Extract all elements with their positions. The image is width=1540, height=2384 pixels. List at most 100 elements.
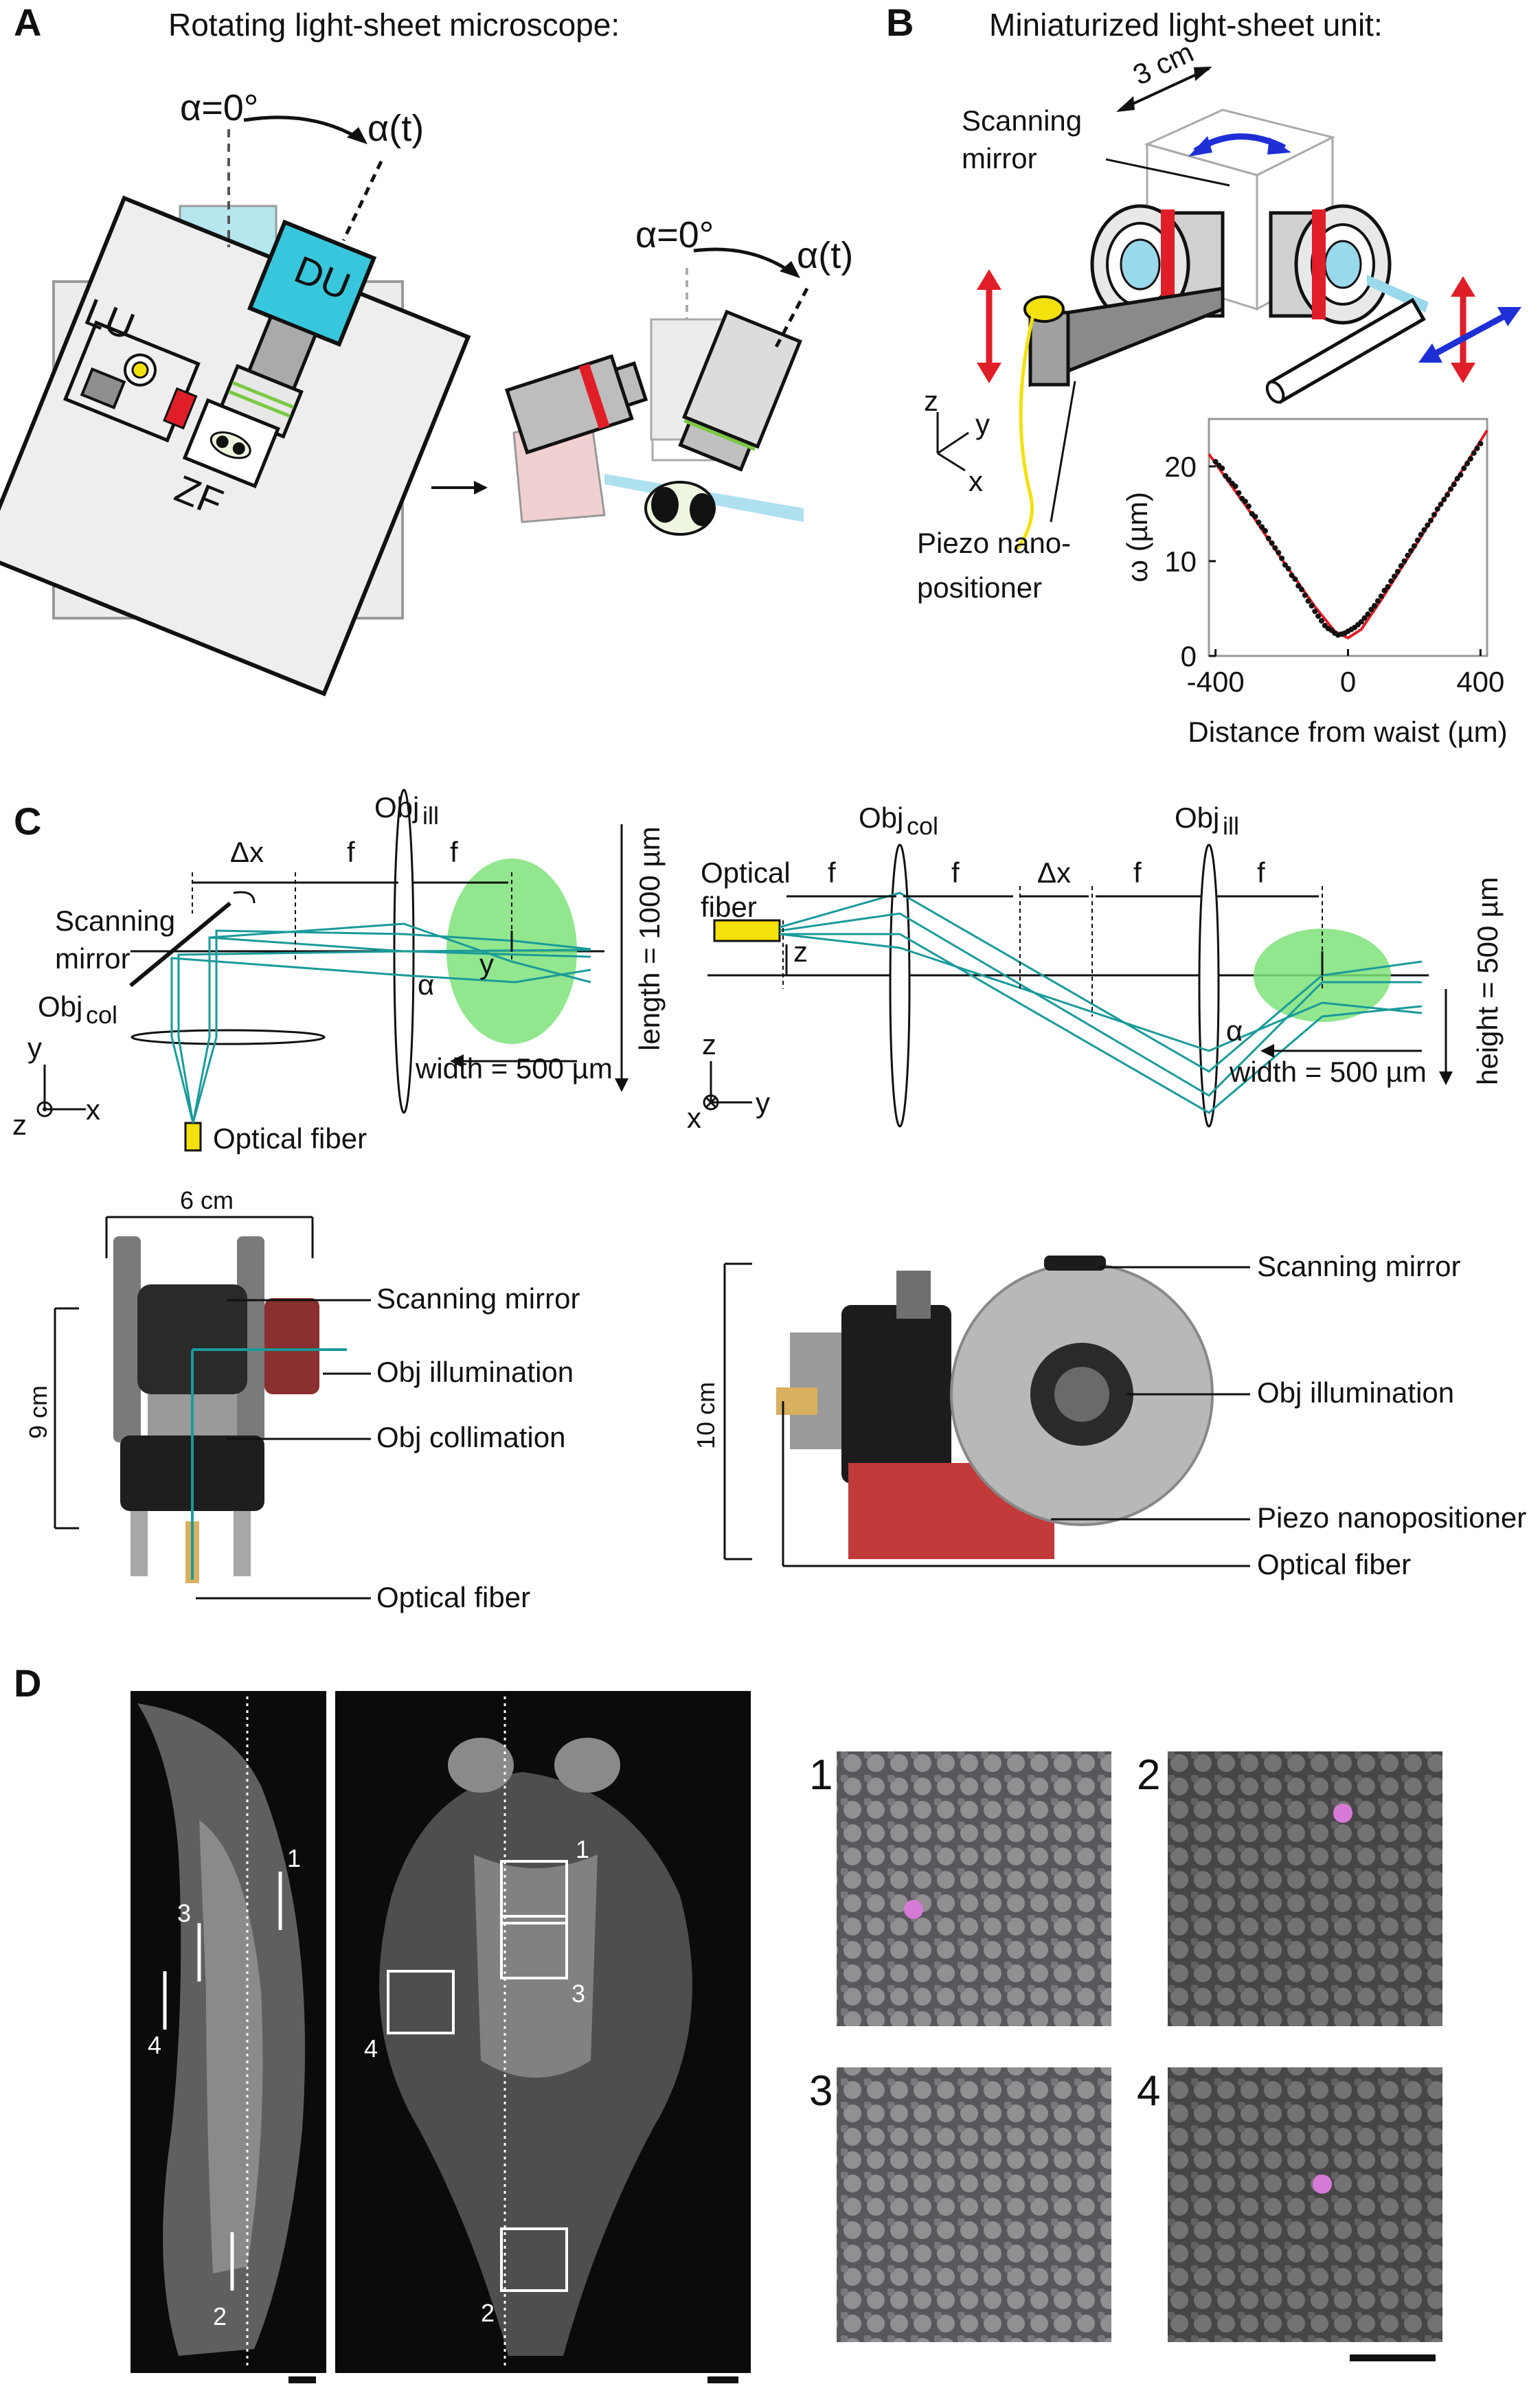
data-point-68 bbox=[1438, 501, 1444, 508]
data-point-3 bbox=[1223, 473, 1229, 479]
obj-ill-sub-left: ill bbox=[422, 802, 439, 830]
data-point-24 bbox=[1292, 576, 1298, 582]
obj-col-sub-right: col bbox=[907, 812, 938, 840]
data-point-48 bbox=[1372, 602, 1378, 609]
data-point-49 bbox=[1374, 598, 1381, 604]
mirror-label-left-1: Scanning bbox=[55, 905, 175, 937]
data-point-7 bbox=[1236, 490, 1242, 496]
data-point-45 bbox=[1361, 615, 1368, 621]
tile-label-2: 2 bbox=[1137, 1751, 1160, 1799]
dorsal-mark-3: 3 bbox=[571, 1979, 585, 2008]
data-point-74 bbox=[1458, 472, 1464, 478]
tile-label-4: 4 bbox=[1137, 2067, 1160, 2115]
data-point-20 bbox=[1279, 555, 1285, 561]
axis-y-left: y bbox=[27, 1032, 42, 1064]
data-point-79 bbox=[1474, 445, 1480, 451]
data-point-0 bbox=[1212, 459, 1219, 465]
photo-right: 10 cm Scanning mirror Obj illumination P… bbox=[692, 1250, 1526, 1580]
data-point-21 bbox=[1282, 562, 1288, 568]
zoom-tile-3 bbox=[837, 2067, 1111, 2342]
f-label-left-2: f bbox=[450, 836, 458, 868]
height-label-right: height = 500 µm bbox=[1471, 877, 1504, 1085]
f-label-right-3: f bbox=[1133, 856, 1142, 889]
f-label-left-1: f bbox=[347, 836, 355, 868]
obj-ill-label-right: Obj bbox=[1175, 802, 1219, 834]
obj-col-sub-left: col bbox=[86, 1001, 117, 1029]
data-point-66 bbox=[1431, 512, 1437, 518]
data-point-12 bbox=[1252, 514, 1258, 520]
side-mark-4: 4 bbox=[148, 2031, 161, 2059]
data-point-80 bbox=[1477, 440, 1484, 446]
photo-left: 6 cm 9 cm Scanning mirror Obj illuminati… bbox=[24, 1186, 580, 1613]
data-point-70 bbox=[1445, 492, 1451, 498]
data-point-56 bbox=[1398, 563, 1404, 569]
data-point-73 bbox=[1454, 475, 1460, 481]
data-point-55 bbox=[1394, 569, 1401, 575]
dorsal-mark-1: 1 bbox=[576, 1835, 589, 1863]
data-point-23 bbox=[1289, 572, 1295, 578]
obj-ill-label-left: Obj bbox=[374, 791, 419, 824]
dorsal-mark-2: 2 bbox=[481, 2299, 495, 2327]
panel-a-title: Rotating light-sheet microscope: bbox=[168, 7, 620, 43]
chart-frame bbox=[1208, 418, 1488, 657]
obj-col-label-right: Obj bbox=[859, 802, 903, 834]
data-point-18 bbox=[1272, 545, 1278, 551]
fit-curve bbox=[1208, 429, 1488, 640]
data-point-28 bbox=[1305, 598, 1311, 604]
data-point-76 bbox=[1464, 460, 1471, 466]
data-point-32 bbox=[1318, 617, 1324, 624]
schematic-right: Optical fiber Obj col Obj ill f f Δx f f… bbox=[687, 802, 1504, 1134]
optical-fiber-right bbox=[713, 919, 781, 942]
size-label: 3 cm bbox=[1128, 36, 1198, 91]
scanning-mirror-label-1: Scanning bbox=[962, 104, 1082, 137]
data-point-9 bbox=[1243, 499, 1248, 505]
size-arrow bbox=[1119, 67, 1210, 111]
data-point-14 bbox=[1259, 524, 1265, 530]
chart-y-label: ω (µm) bbox=[1121, 492, 1153, 582]
data-point-63 bbox=[1421, 527, 1427, 533]
tile-label-1: 1 bbox=[809, 1751, 833, 1799]
data-point-19 bbox=[1276, 549, 1282, 556]
alpha-label-right: α bbox=[1226, 1014, 1243, 1047]
dx-label-right: Δx bbox=[1037, 856, 1071, 889]
y-offset-label: y bbox=[479, 948, 494, 980]
photo-left-fiber: Optical fiber bbox=[376, 1581, 530, 1613]
data-point-10 bbox=[1245, 503, 1252, 509]
f-label-right-1: f bbox=[828, 856, 836, 889]
width-label-right: width = 500 µm bbox=[1229, 1056, 1427, 1088]
lens-obj-col bbox=[131, 1029, 326, 1045]
data-point-44 bbox=[1358, 619, 1364, 625]
fiber-tube bbox=[1265, 297, 1426, 405]
zoomed-sketch: α=0° α(t) bbox=[504, 214, 853, 536]
piezo-label-2: positioner bbox=[917, 571, 1042, 604]
data-point-71 bbox=[1448, 486, 1453, 492]
axis-x-left: x bbox=[86, 1093, 100, 1126]
photo-right-height: 10 cm bbox=[692, 1382, 720, 1449]
data-point-13 bbox=[1256, 519, 1262, 525]
obj-ill-sub-right: ill bbox=[1223, 812, 1239, 840]
fiber-label-left: Optical fiber bbox=[213, 1122, 367, 1155]
side-mark-1: 1 bbox=[287, 1844, 301, 1872]
panel-b-title: Miniaturized light-sheet unit: bbox=[989, 7, 1383, 43]
axis-y-label: y bbox=[975, 408, 990, 440]
y-tick-label-2: 20 bbox=[1164, 451, 1197, 483]
data-point-16 bbox=[1265, 535, 1271, 541]
axis-z-left: z bbox=[12, 1109, 27, 1141]
data-point-2 bbox=[1219, 465, 1225, 471]
zebrafish-chamber bbox=[182, 398, 280, 488]
panel-c: C Δx f f Obj ill bbox=[12, 788, 1526, 1613]
alpha-t-label: α(t) bbox=[367, 108, 424, 149]
tile-label-3: 3 bbox=[809, 2067, 833, 2115]
rotation-arrow bbox=[243, 115, 359, 139]
data-point-50 bbox=[1378, 593, 1384, 600]
detection-unit bbox=[217, 219, 377, 439]
alpha-label-left: α bbox=[418, 968, 434, 1001]
data-point-65 bbox=[1428, 517, 1434, 523]
data-point-59 bbox=[1408, 547, 1414, 554]
data-point-52 bbox=[1385, 584, 1391, 590]
alpha-t-axis bbox=[341, 160, 383, 242]
data-point-26 bbox=[1299, 587, 1304, 593]
axis-triad-b: z y x bbox=[924, 385, 990, 497]
data-point-29 bbox=[1309, 602, 1315, 609]
